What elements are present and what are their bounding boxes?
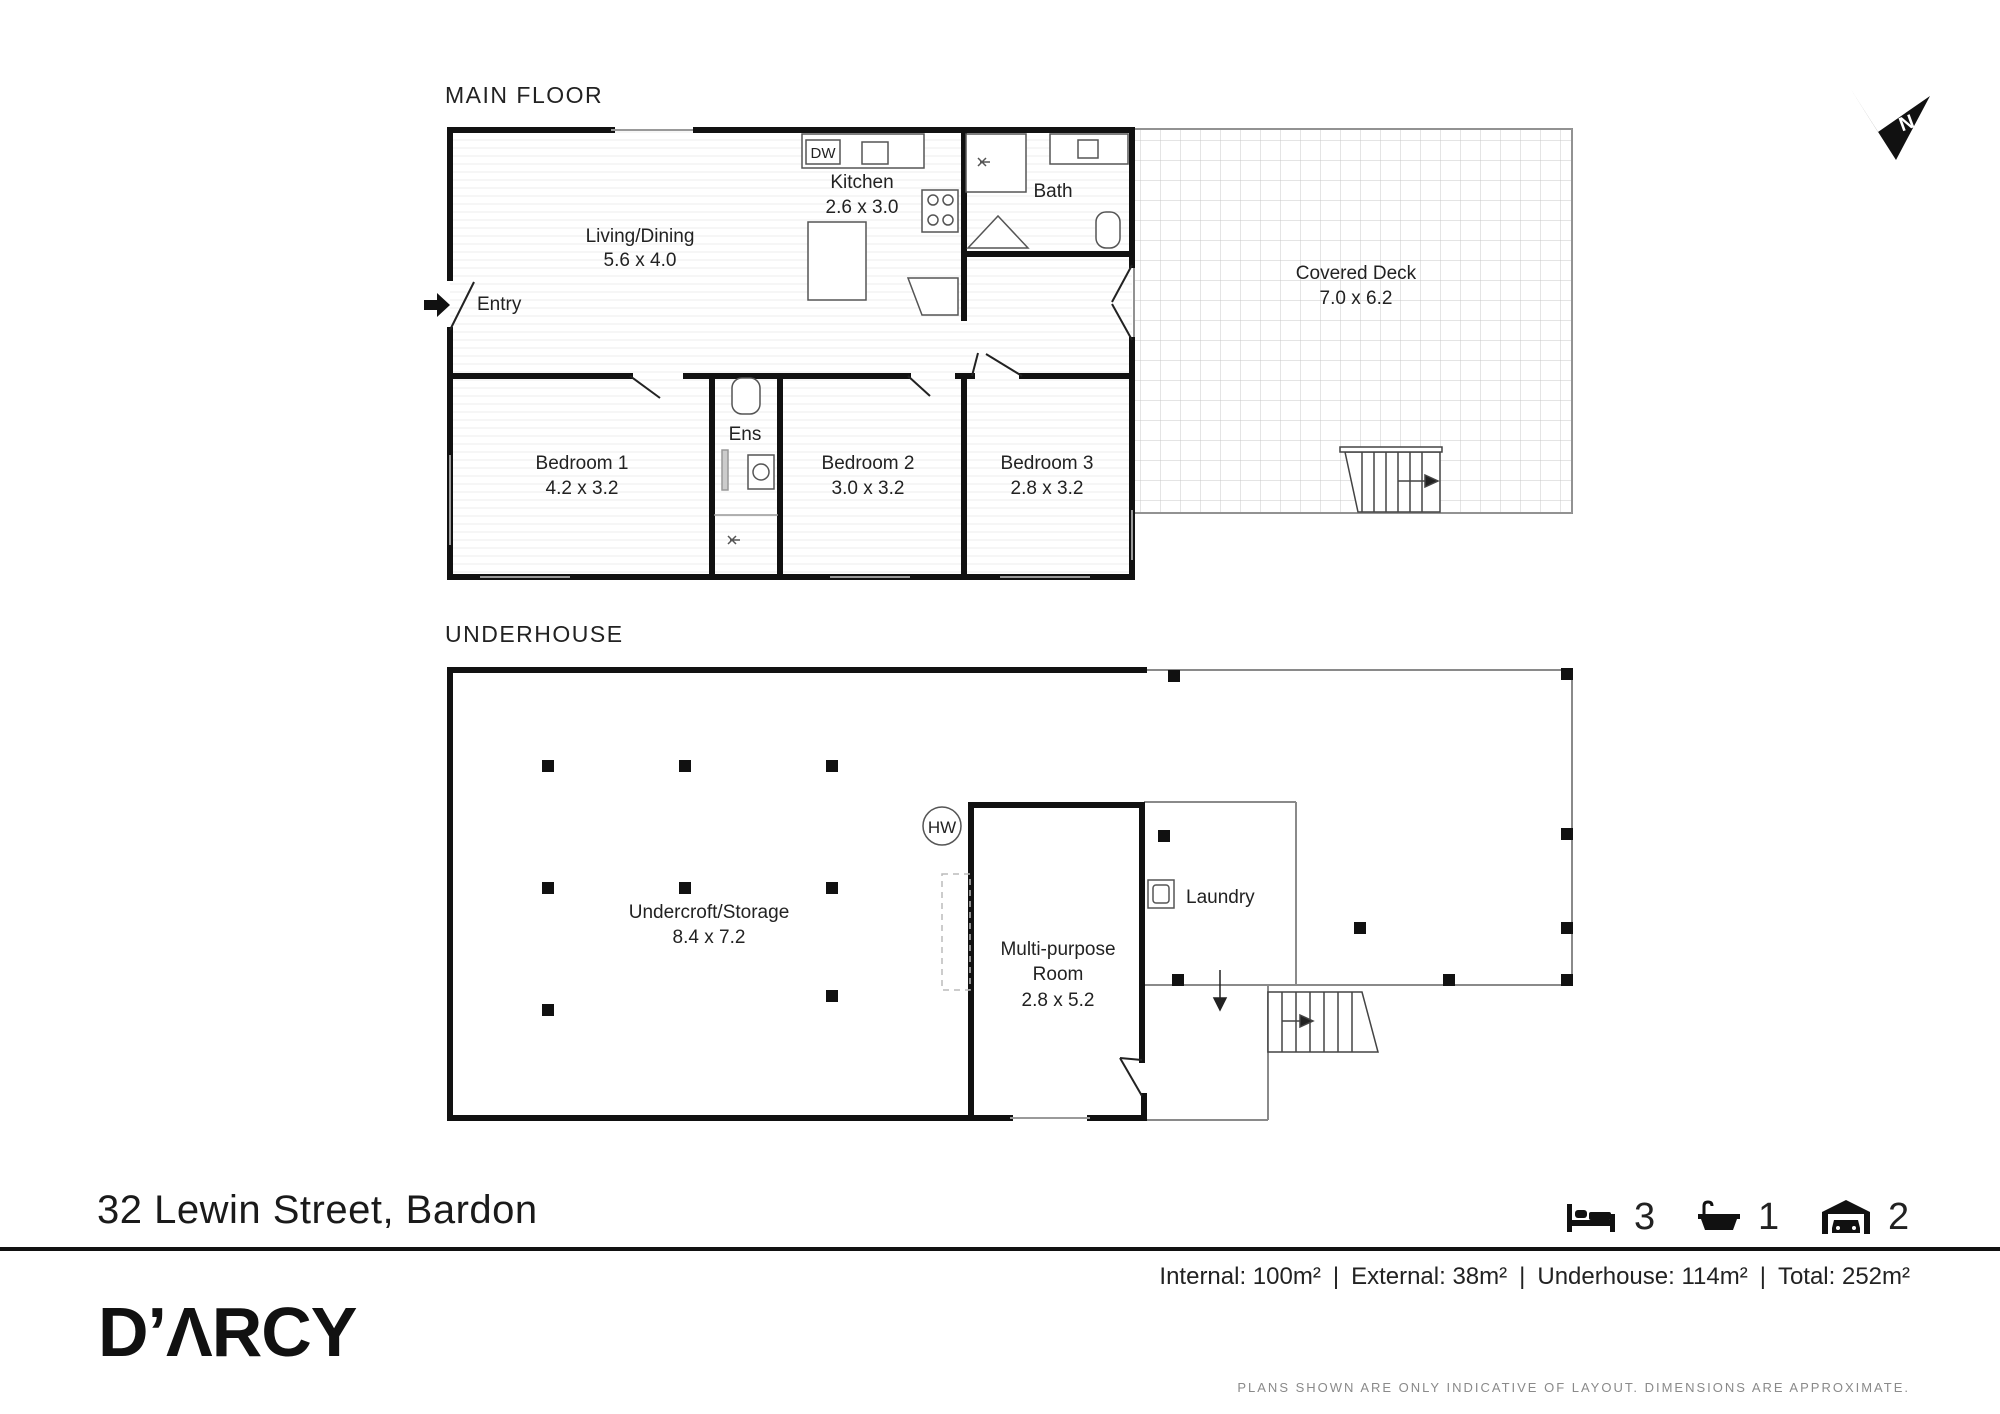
bath-label: Bath	[1033, 181, 1072, 202]
property-address: 32 Lewin Street, Bardon	[97, 1188, 538, 1232]
main-floor-title: MAIN FLOOR	[445, 82, 604, 108]
bathroom-count: 1	[1758, 1196, 1780, 1238]
covered-deck-label: Covered Deck	[1296, 263, 1417, 284]
brand-logo: D’ΛRCY	[98, 1293, 357, 1371]
entry-door	[449, 281, 475, 331]
underhouse-plan: HW Undercroft/Storage 8.4 x 7.2 Multi-pu…	[447, 667, 1573, 1121]
bedroom-3-label: Bedroom 3	[1001, 453, 1094, 474]
internal-area: Internal: 100m²	[1159, 1263, 1321, 1290]
bedroom-3-dims: 2.8 x 3.2	[1011, 478, 1084, 499]
entry-arrow-icon	[424, 293, 450, 317]
posts	[542, 668, 1573, 1016]
living-dining-dims: 5.6 x 4.0	[604, 250, 677, 271]
hot-water-icon: HW	[922, 806, 962, 846]
multi-purpose-dims: 2.8 x 5.2	[1022, 990, 1095, 1011]
north-label: N	[1896, 111, 1917, 137]
bedroom-2-dims: 3.0 x 3.2	[832, 478, 905, 499]
external-area: External: 38m²	[1351, 1263, 1508, 1290]
undercroft-label: Undercroft/Storage	[629, 902, 790, 923]
bath-icon	[1698, 1200, 1740, 1230]
garage-icon	[1822, 1200, 1870, 1234]
undercroft-dims: 8.4 x 7.2	[673, 927, 746, 948]
bedroom-1-dims: 4.2 x 3.2	[546, 478, 619, 499]
underhouse-stairs	[1267, 991, 1379, 1053]
car-space-count: 2	[1888, 1196, 1910, 1238]
multi-purpose-label-2: Room	[1033, 964, 1084, 985]
living-dining-label: Living/Dining	[586, 226, 695, 247]
disclaimer-text: PLANS SHOWN ARE ONLY INDICATIVE OF LAYOU…	[1237, 1380, 1910, 1395]
dishwasher-label: DW	[811, 145, 837, 162]
separator: |	[1519, 1263, 1526, 1290]
total-area: Total: 252m²	[1777, 1263, 1910, 1290]
floor-plan-drawing: Living/Dining 5.6 x 4.0 Kitchen 2.6 x 3.…	[424, 88, 1930, 1121]
underhouse-title: UNDERHOUSE	[445, 621, 624, 647]
bedroom-1-label: Bedroom 1	[536, 453, 629, 474]
kitchen-label: Kitchen	[830, 172, 893, 193]
footer-divider	[0, 1247, 2000, 1251]
entry-label: Entry	[477, 294, 522, 315]
deck-stairs	[1339, 446, 1443, 513]
ensuite-fixtures	[714, 377, 778, 545]
hot-water-label: HW	[928, 818, 956, 837]
laundry-tub-icon	[1147, 879, 1175, 909]
bath-fixtures	[965, 133, 1129, 249]
north-arrow-icon: N	[1850, 88, 1930, 160]
ensuite-label: Ens	[729, 424, 762, 445]
separator: |	[1332, 1263, 1340, 1290]
area-summary: Internal: 100m² | External: 38m² | Underhous…	[1159, 1263, 1910, 1291]
separator: |	[1759, 1263, 1766, 1290]
underhouse-area: Underhouse: 114m²	[1537, 1263, 1748, 1290]
down-arrow-icon	[1212, 970, 1228, 1012]
bed-icon	[1567, 1204, 1615, 1232]
main-floor-plan: Living/Dining 5.6 x 4.0 Kitchen 2.6 x 3.…	[424, 127, 1573, 580]
kitchen-dims: 2.6 x 3.0	[826, 197, 899, 218]
covered-deck-dims: 7.0 x 6.2	[1320, 288, 1393, 309]
multi-purpose-label: Multi-purpose	[1000, 939, 1115, 960]
bedroom-2-label: Bedroom 2	[822, 453, 915, 474]
bedroom-count: 3	[1634, 1196, 1656, 1238]
kitchen-fixtures	[801, 133, 959, 316]
laundry-label: Laundry	[1186, 887, 1255, 908]
